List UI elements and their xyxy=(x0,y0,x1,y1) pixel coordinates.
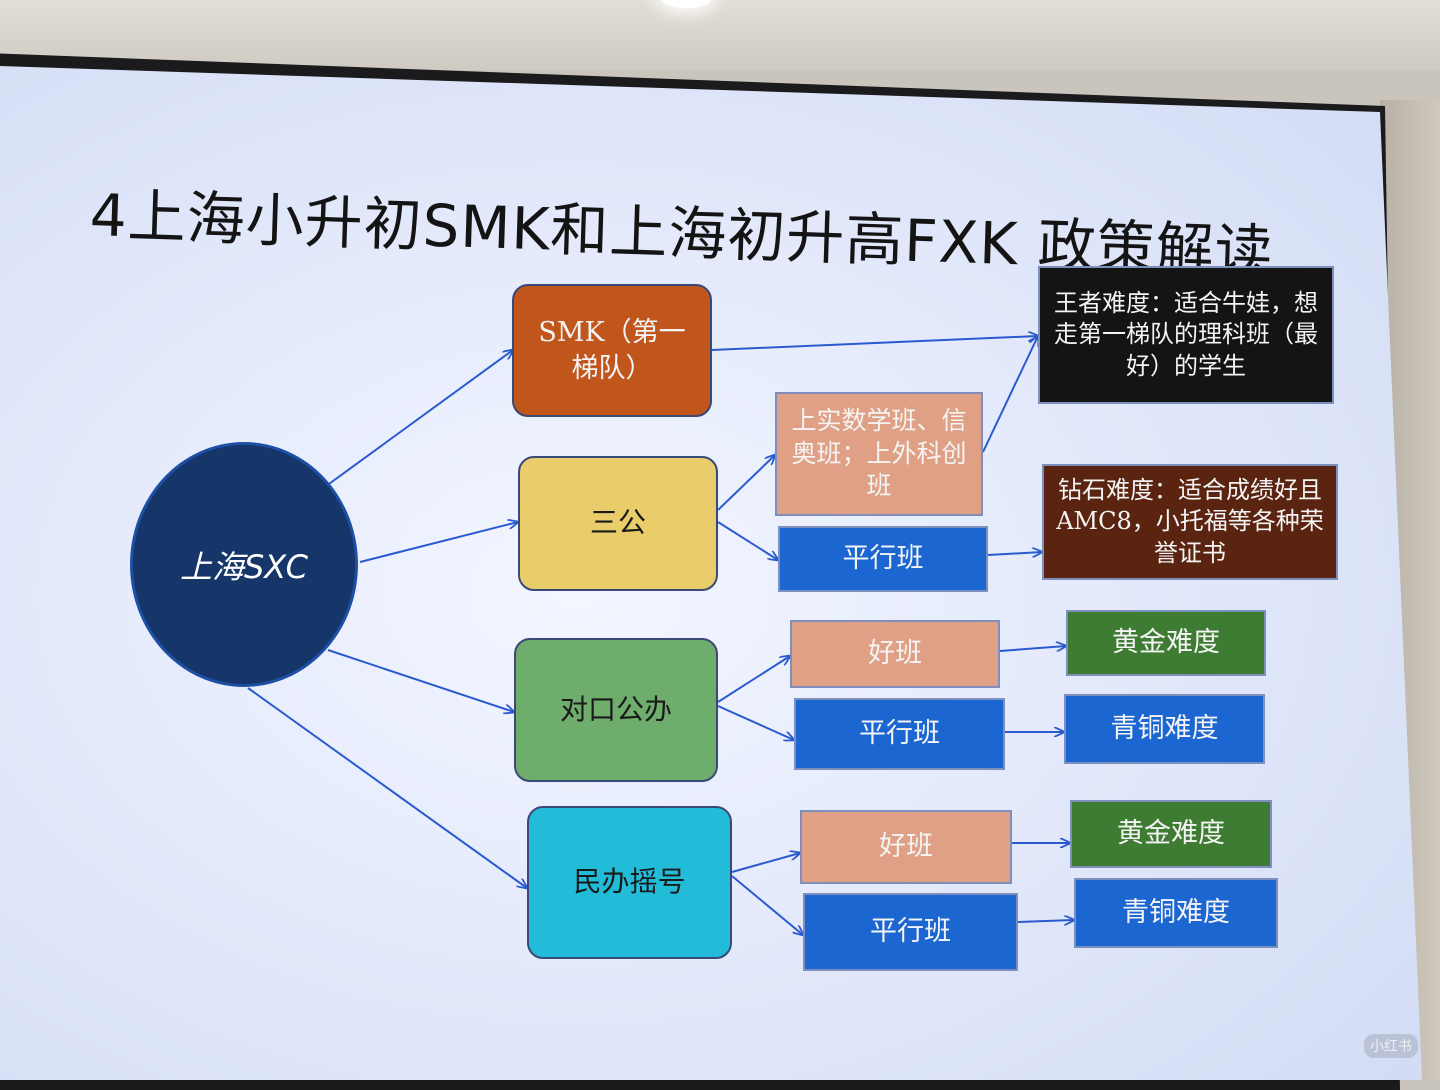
arrow-sangong-top xyxy=(717,455,775,511)
level-king-label: 王者难度：适合牛娃，想走第一梯队的理科班（最好）的学生 xyxy=(1054,289,1318,380)
root-node-circle: 上海SXC xyxy=(130,442,358,687)
watermark: 小红书 xyxy=(1364,1034,1418,1058)
level-gold-1: 黄金难度 xyxy=(1066,610,1266,676)
ceiling-light xyxy=(660,0,712,8)
arrow-root-minban xyxy=(247,687,527,888)
node-minban-parallel-label: 平行班 xyxy=(870,916,951,948)
node-smk: SMK（第一梯队） xyxy=(512,284,712,417)
node-sangong: 三公 xyxy=(518,456,718,591)
level-gold-2: 黄金难度 xyxy=(1070,800,1272,868)
level-bronze-1-label: 青铜难度 xyxy=(1110,713,1219,745)
node-duikou-parallel: 平行班 xyxy=(794,698,1005,770)
arrow-smk-king xyxy=(711,336,1038,351)
node-minban-good: 好班 xyxy=(800,810,1012,884)
node-duikou-good-label: 好班 xyxy=(868,638,922,670)
node-duikou-label: 对口公办 xyxy=(559,692,672,726)
level-diamond: 钻石难度：适合成绩好且AMC8，小托福等各种荣誉证书 xyxy=(1042,464,1338,580)
node-minban-label: 民办摇号 xyxy=(573,865,686,899)
arrow-minban-parallel xyxy=(731,875,803,935)
level-gold-2-label: 黄金难度 xyxy=(1117,818,1225,850)
arrow-root-smk xyxy=(299,350,513,506)
arrow-sangong-parallel xyxy=(717,521,778,560)
node-minban: 民办摇号 xyxy=(527,806,732,959)
arrow-root-duikou xyxy=(327,649,514,712)
level-diamond-label: 钻石难度：适合成绩好且AMC8，小托福等各种荣誉证书 xyxy=(1056,476,1324,567)
node-duikou-parallel-label: 平行班 xyxy=(859,718,940,750)
arrow-parallel-diamond xyxy=(987,552,1042,555)
arrow-minban-parallel-bronze xyxy=(1017,920,1074,922)
level-gold-1-label: 黄金难度 xyxy=(1112,627,1220,659)
node-sangong-top: 上实数学班、信奥班；上外科创班 xyxy=(775,392,983,516)
node-sangong-top-label: 上实数学班、信奥班；上外科创班 xyxy=(791,406,967,501)
level-bronze-2: 青铜难度 xyxy=(1074,878,1278,948)
node-minban-good-label: 好班 xyxy=(879,831,933,863)
node-duikou-good: 好班 xyxy=(790,620,1000,688)
node-minban-parallel: 平行班 xyxy=(803,893,1018,971)
arrow-duikou-parallel xyxy=(717,705,794,740)
arrow-top-king xyxy=(982,336,1038,453)
node-sangong-parallel-label: 平行班 xyxy=(842,543,924,575)
node-sangong-parallel: 平行班 xyxy=(778,526,988,592)
node-duikou: 对口公办 xyxy=(514,638,718,782)
level-bronze-2-label: 青铜难度 xyxy=(1122,897,1230,929)
level-bronze-1: 青铜难度 xyxy=(1064,694,1265,764)
level-king: 王者难度：适合牛娃，想走第一梯队的理科班（最好）的学生 xyxy=(1038,266,1334,404)
node-smk-label: SMK（第一梯队） xyxy=(538,317,686,384)
arrow-root-sangong xyxy=(359,522,518,563)
arrow-minban-good xyxy=(731,853,800,873)
root-node-label: 上海SXC xyxy=(179,547,309,586)
arrow-duikou-good-gold xyxy=(999,646,1066,652)
ceiling xyxy=(0,0,1440,70)
arrow-duikou-good xyxy=(717,656,790,703)
node-sangong-label: 三公 xyxy=(589,506,646,540)
